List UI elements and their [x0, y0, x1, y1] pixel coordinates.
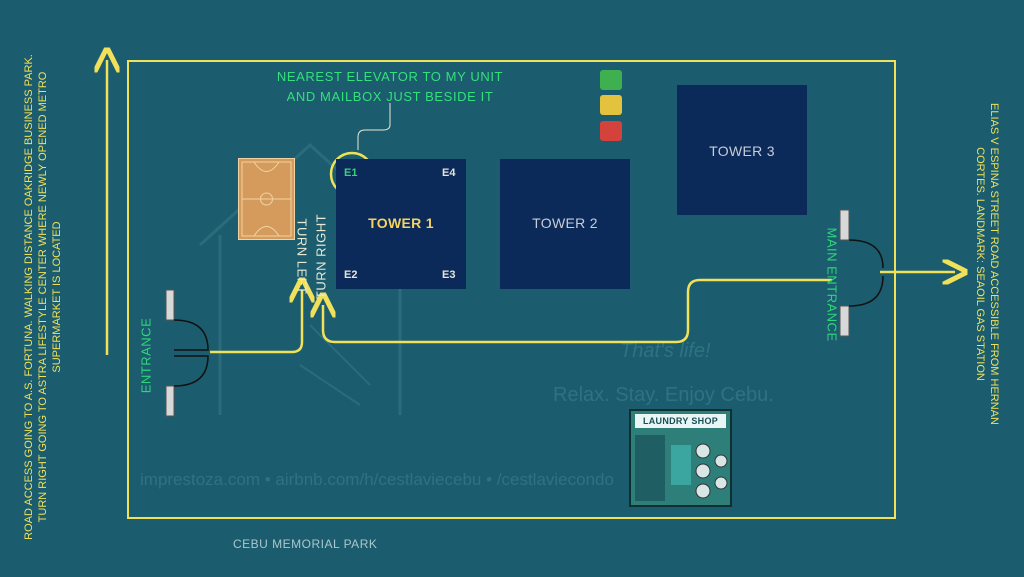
tower-2-label: TOWER 2: [532, 215, 598, 231]
tower-1-label: TOWER 1: [368, 215, 434, 231]
entrance-label: ENTRANCE: [138, 317, 154, 394]
elevator-e3: E3: [442, 269, 456, 281]
right-road-note-line2: CORTES. LANDMARK: SEAOIL GAS STATION: [974, 147, 986, 381]
turn-right-label: TURN RIGHT: [313, 213, 329, 300]
elevator-e2: E2: [344, 269, 358, 281]
watermark-tagline: That's life!: [620, 340, 711, 362]
property-boundary: [127, 60, 896, 519]
right-road-note-line1: ELIAS V ESPINA STREET ROAD ACCESSIBLE FR…: [988, 103, 1000, 425]
laundry-shop-sign: LAUNDRY SHOP: [635, 414, 726, 428]
recycle-bin-yellow-icon: [600, 95, 622, 115]
recycle-bin-red-icon: [600, 121, 622, 141]
main-entrance-label: MAIN ENTRANCE: [824, 227, 840, 342]
left-road-note: ROAD ACCESS GOING TO A.S. FORTUNA. WALKI…: [22, 17, 64, 577]
elevator-note-line1: NEAREST ELEVATOR TO MY UNIT: [276, 69, 504, 84]
elevator-e1: E1: [344, 167, 358, 179]
laundry-shop-icon: LAUNDRY SHOP: [629, 409, 732, 507]
route-turn-right: [323, 278, 832, 344]
turn-left-label: TURN LEFT: [294, 218, 310, 295]
tower-3: TOWER 3: [677, 85, 807, 215]
elevator-note-line2: AND MAILBOX JUST BESIDE IT: [286, 89, 494, 104]
left-road-note-line1: ROAD ACCESS GOING TO A.S. FORTUNA. WALKI…: [23, 54, 35, 540]
left-road-note-line2: TURN RIGHT GOING TO ASTRA LIFESTYLE CENT…: [37, 71, 49, 523]
watermark-links: imprestoza.com • airbnb.com/h/cestlaviec…: [140, 470, 614, 489]
basketball-court-icon: [238, 158, 295, 240]
tower-3-label: TOWER 3: [709, 143, 775, 159]
note-callout-line: [357, 103, 391, 150]
main-entrance-door-icon: [839, 209, 884, 337]
cebu-memorial-park-label: CEBU MEMORIAL PARK: [233, 537, 378, 551]
watermark-slogan: Relax. Stay. Enjoy Cebu.: [553, 384, 774, 406]
elevator-e4: E4: [442, 167, 456, 179]
recycle-bin-green-icon: [600, 70, 622, 90]
right-road-note: ELIAS V ESPINA STREET ROAD ACCESSIBLE FR…: [973, 29, 1001, 499]
elevator-note: NEAREST ELEVATOR TO MY UNIT AND MAILBOX …: [270, 67, 510, 107]
route-turn-left: [210, 290, 302, 354]
left-road-note-line3: SUPERMARKET IS LOCATED: [51, 221, 63, 373]
entrance-door-icon: [165, 289, 209, 417]
tower-1: TOWER 1 E1 E4 E2 E3: [336, 159, 466, 289]
tower-2: TOWER 2: [500, 159, 630, 289]
